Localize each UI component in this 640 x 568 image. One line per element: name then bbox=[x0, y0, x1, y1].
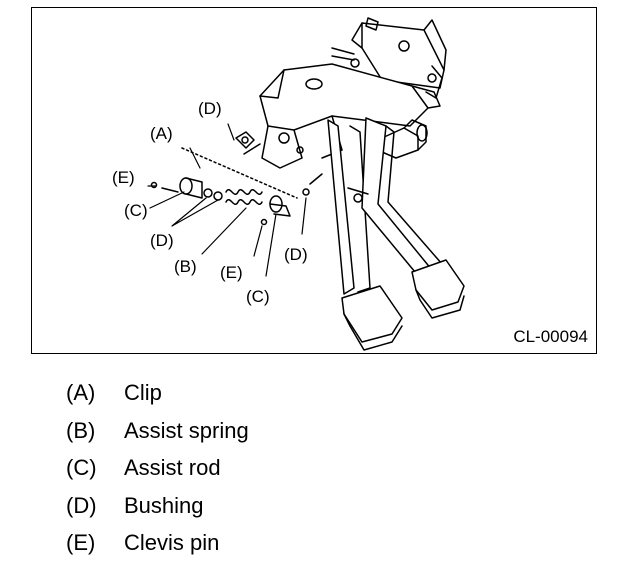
callout-a: (A) bbox=[150, 124, 173, 143]
legend-item: (C) Assist rod bbox=[66, 455, 249, 493]
upper-mount-bracket bbox=[331, 17, 447, 99]
callout-d-right: (D) bbox=[284, 245, 308, 264]
legend-item: (D) Bushing bbox=[66, 493, 249, 531]
legend-term: Clip bbox=[124, 380, 162, 405]
legend-term: Assist rod bbox=[124, 455, 221, 480]
pedal-bracket-box bbox=[235, 63, 441, 169]
pedal-switch bbox=[371, 119, 428, 159]
figure-code: CL-00094 bbox=[513, 327, 588, 346]
callout-c-left: (C) bbox=[124, 201, 148, 220]
legend-key: (D) bbox=[66, 492, 97, 518]
legend-term: Bushing bbox=[124, 492, 204, 518]
legend-key: (B) bbox=[66, 417, 96, 443]
callout-e-bottom: (E) bbox=[220, 263, 243, 282]
callout-d-left: (D) bbox=[150, 231, 174, 250]
legend-item: (E) Clevis pin bbox=[66, 530, 249, 568]
parts-legend: (A) Clip (B) Assist spring (C) Assist ro… bbox=[66, 380, 249, 568]
callout-d-top: (D) bbox=[198, 99, 222, 118]
legend-item: (B) Assist spring bbox=[66, 418, 249, 456]
legend-item: (A) Clip bbox=[66, 380, 249, 418]
leader-lines bbox=[147, 123, 307, 277]
pedal-pads bbox=[341, 259, 465, 351]
assist-parts-exploded bbox=[150, 143, 323, 226]
pedal-assembly-drawing: (A) (D) (E) (C) (D) (B) (E) (D) (C) bbox=[112, 17, 465, 351]
callout-e-left: (E) bbox=[112, 168, 135, 187]
legend-term: Clevis pin bbox=[124, 530, 220, 555]
callout-b: (B) bbox=[174, 257, 197, 276]
legend-key: (A) bbox=[66, 380, 96, 405]
diagram-frame: (A) (D) (E) (C) (D) (B) (E) (D) (C) CL-0… bbox=[31, 7, 597, 354]
legend-term: Assist spring bbox=[124, 417, 249, 443]
callout-c-bottom: (C) bbox=[246, 287, 270, 306]
legend-key: (C) bbox=[66, 455, 97, 480]
legend-key: (E) bbox=[66, 530, 96, 555]
